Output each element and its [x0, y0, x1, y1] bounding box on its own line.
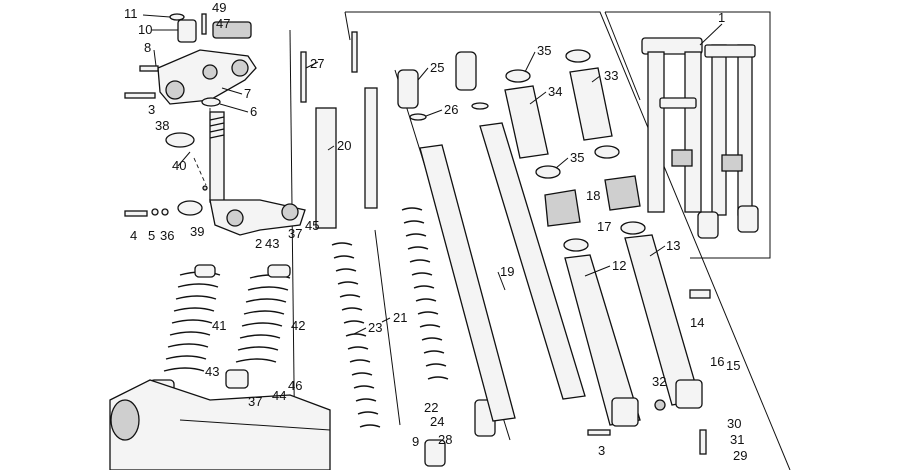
callout-label: 4 [130, 228, 137, 243]
callout-label: 45 [305, 218, 319, 233]
callout-label: 16 [710, 354, 724, 369]
callout-label: 35 [537, 43, 551, 58]
callout-label: 3 [148, 102, 155, 117]
callout-label: 43 [205, 364, 219, 379]
callout-label: 12 [612, 258, 626, 273]
callout-label: 42 [291, 318, 305, 333]
callout-label: 24 [430, 414, 444, 429]
fork-caps [397, 51, 489, 121]
callout-label: 25 [430, 60, 444, 75]
callout-label: 39 [190, 224, 204, 239]
fork-sliders [563, 221, 711, 455]
callout-label: 47 [216, 16, 230, 31]
callout-label: 5 [148, 228, 155, 243]
callout-label: 10 [138, 22, 152, 37]
callout-leaders [142, 14, 723, 335]
callout-label: 14 [690, 315, 704, 330]
callout-label: 38 [155, 118, 169, 133]
callout-label: 17 [597, 219, 611, 234]
callout-labels: 1 2 3 3 4 5 6 7 8 9 10 11 12 13 14 15 16… [124, 0, 747, 463]
callout-label: 8 [144, 40, 151, 55]
callout-label: 35 [570, 150, 584, 165]
callout-label: 27 [310, 56, 324, 71]
callout-label: 18 [586, 188, 600, 203]
callout-label: 34 [548, 84, 562, 99]
callout-label: 2 [255, 236, 262, 251]
callout-label: 6 [250, 104, 257, 119]
callout-label: 29 [733, 448, 747, 463]
callout-label: 46 [288, 378, 302, 393]
callout-label: 11 [124, 6, 138, 21]
callout-label: 43 [265, 236, 279, 251]
upper-yoke [124, 13, 257, 107]
callout-label: 9 [412, 434, 419, 449]
callout-label: 37 [248, 394, 262, 409]
callout-label: 40 [172, 158, 186, 173]
callout-label: 22 [424, 400, 438, 415]
callout-label: 44 [272, 388, 286, 403]
stanchion-tubes [419, 122, 586, 422]
fork-assembly [641, 37, 759, 239]
assembly-leaders [193, 108, 211, 200]
callout-label: 20 [337, 138, 351, 153]
lower-yoke [124, 111, 306, 236]
swing-arm [109, 379, 331, 470]
callout-label: 41 [212, 318, 226, 333]
callout-label: 3 [598, 443, 605, 458]
callout-label: 49 [212, 0, 226, 15]
callout-label: 15 [726, 358, 740, 373]
callout-label: 7 [244, 86, 251, 101]
callout-label: 19 [500, 264, 514, 279]
fork-covers [504, 49, 641, 227]
callout-label: 30 [727, 416, 741, 431]
callout-label: 23 [368, 320, 382, 335]
callout-label: 32 [652, 374, 666, 389]
damper-rods [300, 31, 401, 426]
callout-label: 28 [438, 432, 452, 447]
callout-label: 26 [444, 102, 458, 117]
callout-label: 33 [604, 68, 618, 83]
callout-label: 37 [288, 226, 302, 241]
callout-label: 31 [730, 432, 744, 447]
callout-label: 13 [666, 238, 680, 253]
callout-label: 36 [160, 228, 174, 243]
callout-label: 1 [718, 10, 725, 25]
callout-label: 21 [393, 310, 407, 325]
